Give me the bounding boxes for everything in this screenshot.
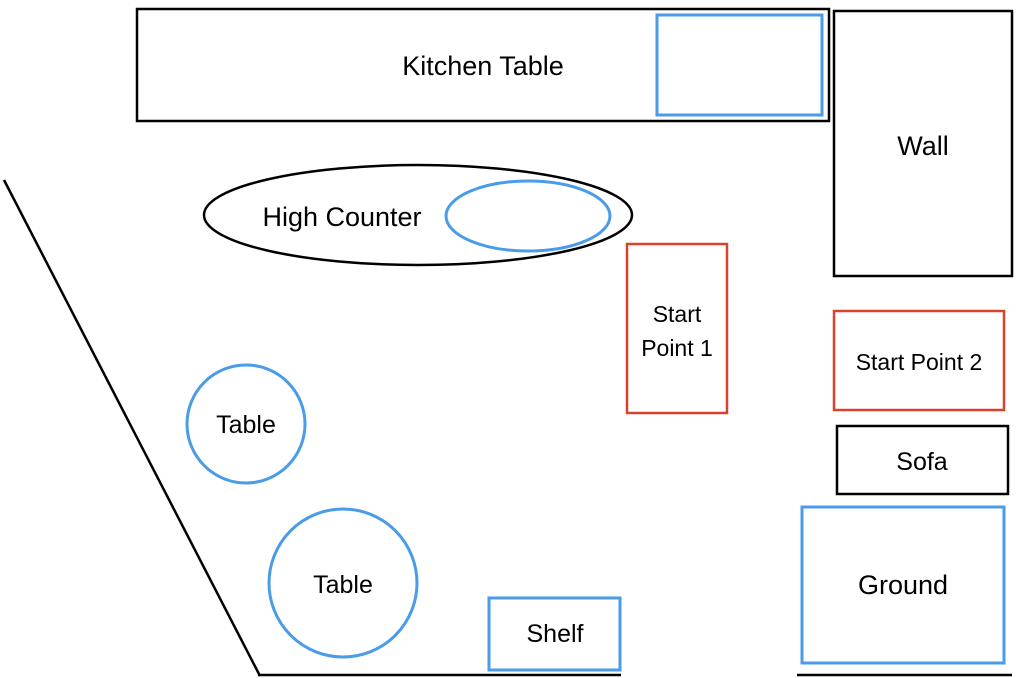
table-upper: Table	[185, 363, 307, 485]
shelf: Shelf	[487, 596, 622, 672]
diagonal-boundary-line	[2, 179, 262, 677]
kitchen-table-label: Kitchen Table	[402, 51, 564, 81]
shelf-label: Shelf	[527, 620, 584, 648]
sofa: Sofa	[835, 424, 1010, 496]
high-counter-label: High Counter	[262, 202, 421, 232]
ground-label: Ground	[858, 570, 948, 600]
start-point-1-label-line2: Point 1	[641, 335, 713, 361]
wall-block: Wall	[832, 9, 1014, 278]
start-point-2: Start Point 2	[832, 309, 1006, 412]
sofa-label: Sofa	[896, 448, 948, 476]
start-point-1: Start Point 1	[625, 242, 729, 415]
ground: Ground	[800, 505, 1006, 665]
start-point-1-outline	[625, 242, 729, 415]
start-point-1-label-line1: Start	[653, 301, 702, 327]
start-point-2-label: Start Point 2	[856, 349, 983, 375]
sofa-outline	[835, 424, 1010, 496]
ground-outline	[800, 505, 1006, 665]
kitchen-table: Kitchen Table	[135, 7, 831, 123]
table-lower: Table	[267, 507, 419, 659]
kitchen-table-target-zone	[655, 13, 824, 117]
shelf-outline	[487, 596, 622, 672]
high-counter-outline	[202, 163, 634, 267]
table-upper-label: Table	[216, 411, 276, 439]
start-point-2-outline	[832, 309, 1006, 412]
table-lower-label: Table	[313, 571, 373, 599]
wall-label: Wall	[897, 131, 949, 161]
table-upper-outline	[185, 363, 307, 485]
high-counter: High Counter	[202, 163, 634, 267]
kitchen-table-outline	[135, 7, 831, 123]
wall-outline	[832, 9, 1014, 278]
table-lower-outline	[267, 507, 419, 659]
high-counter-target-zone	[444, 179, 612, 253]
